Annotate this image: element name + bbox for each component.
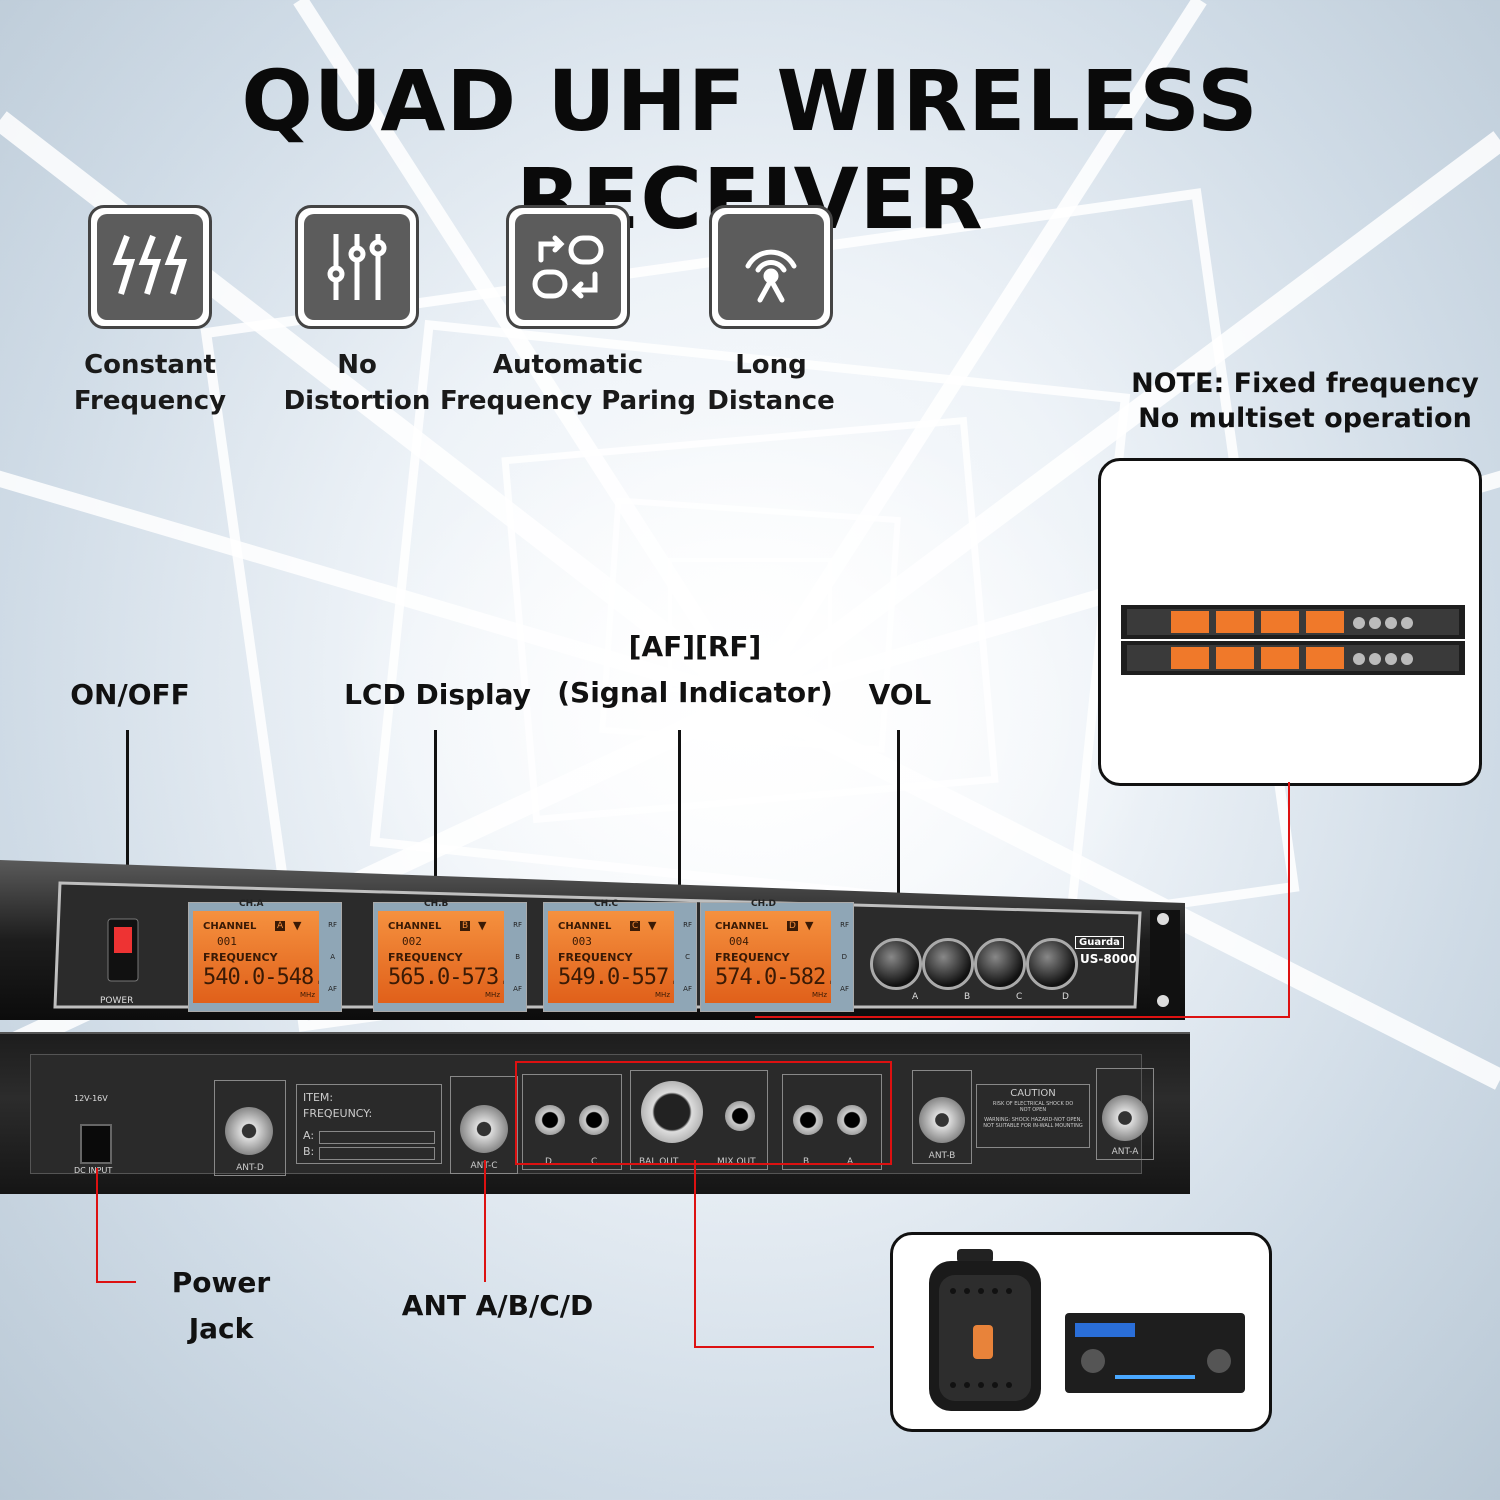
red-leader-line: [1288, 782, 1290, 1017]
callout-on-off: ON/OFF: [70, 678, 190, 711]
speaker-amplifier-image: [929, 1249, 1245, 1411]
dc-voltage-label: 12V-16V: [74, 1094, 108, 1103]
output-jack-c[interactable]: [579, 1105, 609, 1135]
volume-knob-a[interactable]: [870, 938, 922, 990]
callout-power-jack: Power Jack: [171, 1266, 271, 1345]
feature-label: Constant Frequency: [73, 350, 227, 416]
output-jack-b[interactable]: [793, 1105, 823, 1135]
feature-constant-frequency: Constant Frequency: [20, 205, 280, 419]
dc-power-jack[interactable]: [80, 1124, 112, 1164]
caution-label: CAUTION RISK OF ELECTRICAL SHOCK DO NOT …: [976, 1084, 1090, 1148]
callout-signal-indicator: [AF][RF] (Signal Indicator): [557, 630, 833, 709]
volume-knob-d[interactable]: [1026, 938, 1078, 990]
jacks-b-a: B A: [782, 1074, 882, 1170]
signal-icon: ▼: [648, 919, 657, 932]
model-number: US-8000: [1080, 952, 1137, 966]
stacked-receivers-image: [1121, 605, 1465, 675]
signal-icon: ▼: [478, 919, 487, 932]
feature-no-distortion: No Distortion: [227, 205, 487, 419]
jacks-d-c: D C: [522, 1074, 622, 1170]
knob-label: B: [964, 992, 971, 1002]
ant-b-port[interactable]: ANT-B: [912, 1070, 972, 1164]
stacked-receivers-box: [1098, 458, 1482, 786]
sliders-icon: [327, 234, 387, 300]
red-leader-line: [755, 1016, 1290, 1018]
channel-tag: CH.C: [594, 899, 619, 909]
ant-d-port[interactable]: ANT-D: [214, 1080, 286, 1176]
lcd-channel-c: CH.CCHANNELC▼003FREQUENCY549.0-557.7MHzR…: [543, 899, 697, 1012]
leader-line: [126, 730, 129, 905]
knob-label: A: [912, 992, 919, 1002]
lcd-channel-b: CH.BCHANNELB▼002FREQUENCY565.0-573.7MHzR…: [373, 899, 527, 1012]
balanced-mix-out: BAL OUT MIX OUT: [630, 1070, 768, 1170]
antenna-signal-icon: [745, 249, 797, 303]
red-leader-line: [484, 1160, 486, 1282]
channel-tag: CH.B: [424, 899, 449, 909]
frequency-label-plate: ITEM: FREQEUNCY: A: B:: [296, 1084, 442, 1164]
red-leader-line: [694, 1346, 874, 1348]
leader-line: [434, 730, 437, 955]
callout-vol: VOL: [868, 678, 932, 711]
red-leader-line: [694, 1160, 696, 1348]
callout-antennas: ANT A/B/C/D: [401, 1289, 594, 1322]
feature-automatic-pairing: Automatic Frequency Paring: [438, 205, 698, 419]
signal-icon: ▼: [805, 919, 814, 932]
receiver-back-panel: 12V-16V DC INPUT ANT-D ITEM: FREQEUNCY: …: [0, 1032, 1190, 1194]
red-leader-line: [96, 1281, 136, 1283]
channel-tag: CH.D: [751, 899, 777, 909]
signal-icon: ▼: [293, 919, 302, 932]
page-title: QUAD UHF WIRELESS RECEIVER: [241, 52, 1259, 248]
ant-a-port[interactable]: ANT-A: [1096, 1068, 1154, 1160]
fixed-frequency-note: NOTE: Fixed frequency No multiset operat…: [1131, 368, 1479, 434]
feature-label: No Distortion: [283, 350, 431, 416]
feature-long-distance: Long Distance: [641, 205, 901, 419]
mix-out-jack[interactable]: [725, 1101, 755, 1131]
knob-label: D: [1062, 992, 1069, 1002]
power-switch-label: POWER: [100, 996, 134, 1006]
output-jack-a[interactable]: [837, 1105, 867, 1135]
volume-knobs: A B C D: [860, 930, 1080, 1010]
volume-knob-b[interactable]: [922, 938, 974, 990]
pairing-icon: [532, 235, 604, 299]
leader-line: [897, 730, 900, 940]
dc-input-label: DC INPUT: [74, 1166, 113, 1175]
volume-knob-c[interactable]: [974, 938, 1026, 990]
audio-output-highlight: [515, 1061, 892, 1165]
channel-tag: CH.A: [239, 899, 264, 909]
brand-logo: Guarda: [1075, 936, 1124, 949]
lcd-channel-d: CH.DCHANNELD▼004FREQUENCY574.0-582.7MHzR…: [700, 899, 854, 1012]
output-jack-d[interactable]: [535, 1105, 565, 1135]
speaker-amplifier-box: [890, 1232, 1272, 1432]
knob-label: C: [1016, 992, 1023, 1002]
xlr-bal-out-jack[interactable]: [641, 1081, 703, 1143]
callout-lcd-display: LCD Display: [344, 678, 531, 711]
leader-line: [678, 730, 681, 945]
lcd-channel-a: CH.ACHANNELA▼001FREQUENCY540.0-548.7MHzR…: [188, 899, 342, 1012]
red-leader-line: [96, 1168, 98, 1282]
feature-label: Automatic Frequency Paring: [440, 350, 696, 416]
feature-label: Long Distance: [707, 350, 835, 416]
lightning-icon: [112, 234, 188, 295]
